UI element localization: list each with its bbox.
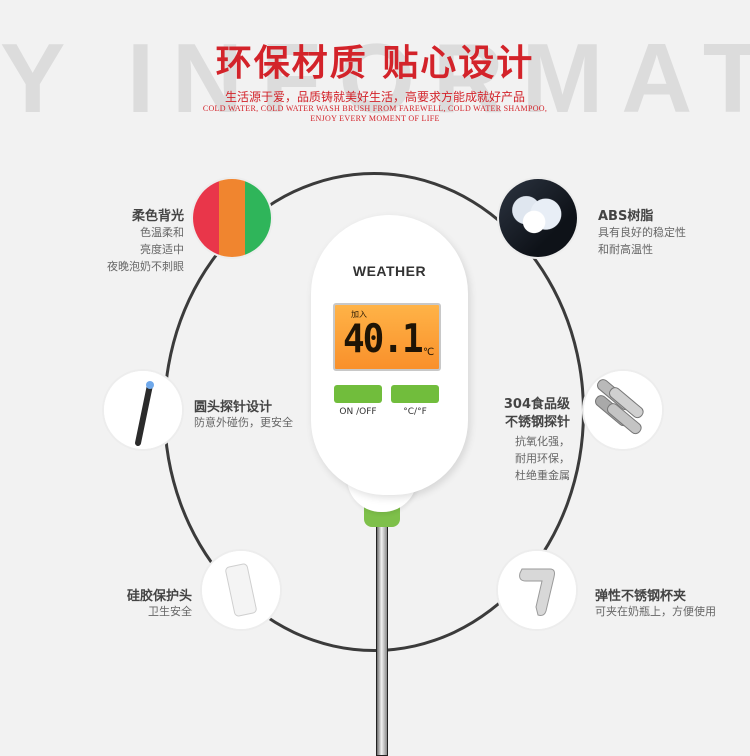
power-button[interactable] (334, 385, 382, 403)
probe-tip-image (104, 371, 182, 449)
clip-desc: 可夹在奶瓶上，方便使用 (595, 605, 716, 618)
abs-title: ABS树脂 (598, 209, 654, 224)
lcd-tag: 加入 (351, 310, 367, 319)
silicone-desc: 卫生安全 (148, 605, 192, 618)
color-stripe-red (193, 179, 219, 257)
unit-toggle-button[interactable] (391, 385, 439, 403)
clip-title: 弹性不锈钢杯夹 (595, 589, 687, 604)
temperature-reading: 40.1 (343, 316, 424, 363)
steel-desc-2: 耐用环保， (515, 452, 570, 465)
temperature-unit: ℃ (423, 347, 435, 358)
abs-desc-2: 和耐高温性 (598, 243, 653, 256)
backlight-desc-2: 亮度适中 (140, 243, 184, 256)
silicone-cap-image (202, 551, 280, 629)
silicone-title: 硅胶保护头 (126, 589, 192, 604)
steel-desc-1: 抗氧化强， (515, 435, 570, 448)
unit-toggle-label: °C/°F (403, 407, 427, 417)
probe-tip-title: 圆头探针设计 (194, 400, 273, 415)
steel-title-1: 304食品级 (503, 397, 570, 412)
lcd-display: 加入 40.1 ℃ (333, 303, 441, 371)
backlight-desc-3: 夜晚泡奶不刺眼 (107, 260, 184, 273)
background-watermark-text: Y INFORMATIO (0, 23, 750, 133)
steel-desc-3: 杜绝重金属 (515, 469, 570, 482)
page-title: 环保材质 贴心设计 (215, 43, 535, 84)
backlight-desc-1: 色温柔和 (140, 226, 184, 239)
color-stripe-orange (219, 179, 245, 257)
steel-rods-image (584, 371, 662, 449)
power-button-label: ON /OFF (339, 407, 377, 417)
steel-title-2: 不锈钢探针 (504, 415, 570, 430)
english-tagline-1: COLD WATER, COLD WATER WASH BRUSH FROM F… (202, 104, 548, 113)
backlight-color-image (193, 179, 271, 257)
abs-desc-1: 具有良好的稳定性 (598, 226, 686, 239)
english-tagline-2: ENJOY EVERY MOMENT OF LIFE (310, 114, 440, 123)
page-subtitle: 生活源于爱，品质铸就美好生活，高要求方能成就好产品 (224, 90, 525, 104)
brand-logo: WEATHER (352, 263, 427, 279)
steel-clip-image (498, 551, 576, 629)
probe-tip-desc: 防意外碰伤，更安全 (194, 416, 293, 429)
steel-probe (376, 520, 388, 756)
backlight-title: 柔色背光 (131, 209, 184, 224)
abs-granules-image (499, 179, 577, 257)
